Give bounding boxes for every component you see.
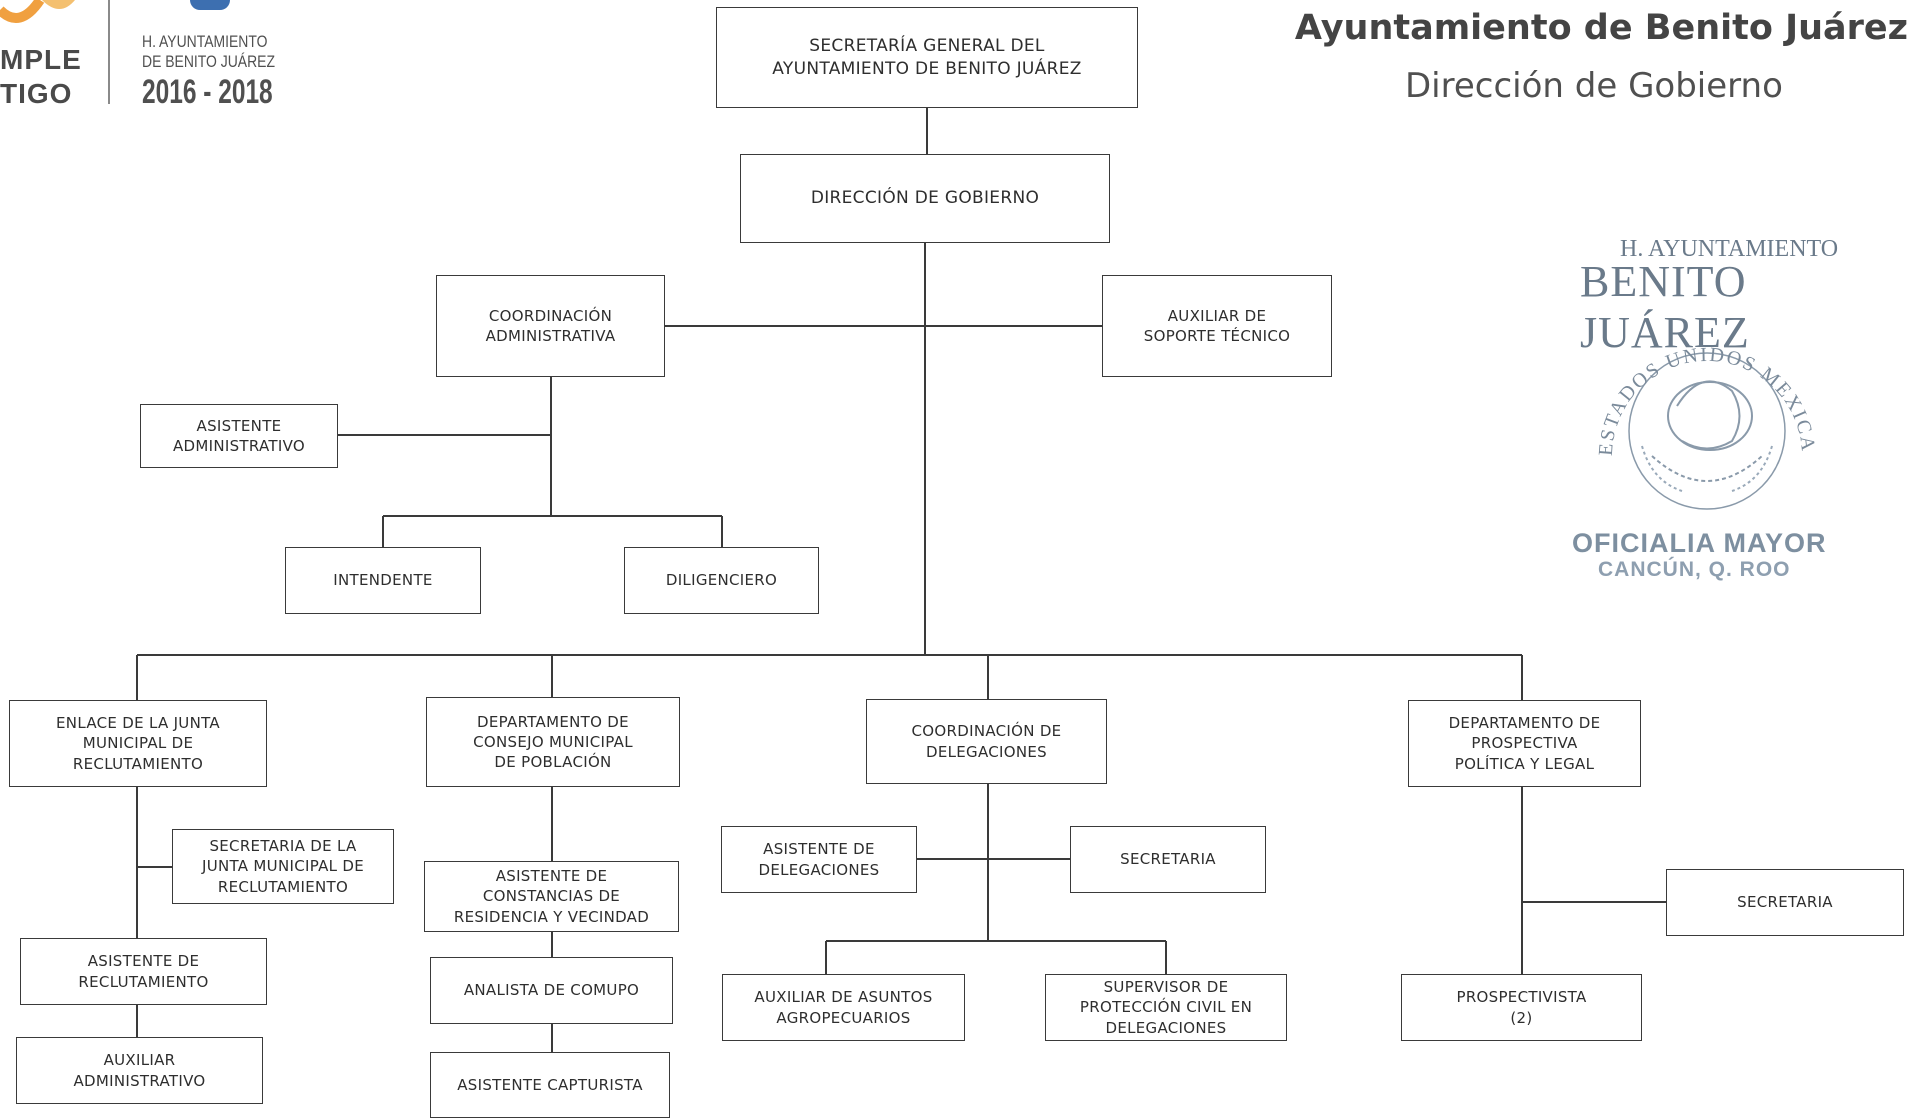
box-secretaria-delegaciones: SECRETARIA [1070, 826, 1266, 893]
logo-text-line1: MPLE [0, 44, 82, 75]
box-direccion-gobierno: DIRECCIÓN DE GOBIERNO [740, 154, 1110, 243]
box-secretaria-general: SECRETARÍA GENERAL DEL AYUNTAMIENTO DE B… [716, 7, 1138, 108]
box-asistente-administrativo: ASISTENTE ADMINISTRATIVO [140, 404, 338, 468]
box-auxiliar-soporte-tecnico: AUXILIAR DE SOPORTE TÉCNICO [1102, 275, 1332, 377]
box-coordinacion-administrativa: COORDINACIÓN ADMINISTRATIVA [436, 275, 665, 377]
ayuntamiento-label: H. AYUNTAMIENTO DE BENITO JUÁREZ [142, 32, 275, 72]
stamp-line4: CANCÚN, Q. ROO [1598, 558, 1791, 581]
box-departamento-consejo-poblacion: DEPARTAMENTO DE CONSEJO MUNICIPAL DE POB… [426, 697, 680, 787]
page-subtitle: Dirección de Gobierno [1405, 66, 1783, 106]
box-departamento-prospectiva: DEPARTAMENTO DE PROSPECTIVA POLÍTICA Y L… [1408, 700, 1641, 787]
stamp-line3: OFICIALIA MAYOR [1572, 528, 1827, 558]
box-secretaria-prospectiva: SECRETARIA [1666, 869, 1904, 936]
box-supervisor-proteccion-civil: SUPERVISOR DE PROTECCIÓN CIVIL EN DELEGA… [1045, 974, 1287, 1041]
box-coordinacion-delegaciones: COORDINACIÓN DE DELEGACIONES [866, 699, 1107, 784]
ayuntamiento-line1: H. AYUNTAMIENTO [142, 32, 268, 51]
logo-arc-icon [190, 0, 230, 10]
box-asistente-capturista: ASISTENTE CAPTURISTA [430, 1052, 670, 1118]
box-enlace-junta-reclutamiento: ENLACE DE LA JUNTA MUNICIPAL DE RECLUTAM… [9, 700, 267, 787]
box-asistente-constancias: ASISTENTE DE CONSTANCIAS DE RESIDENCIA Y… [424, 861, 679, 932]
box-secretaria-junta-reclutamiento: SECRETARIA DE LA JUNTA MUNICIPAL DE RECL… [172, 829, 394, 904]
stamp-line2: BENITO JUÁREZ [1580, 257, 1750, 357]
box-auxiliar-agropecuarios: AUXILIAR DE ASUNTOS AGROPECUARIOS [722, 974, 965, 1041]
box-diligenciero: DILIGENCIERO [624, 547, 819, 614]
official-seal-icon: ESTADOS UNIDOS MEXICANOS [1582, 306, 1817, 510]
administration-years: 2016 - 2018 [142, 73, 273, 111]
box-asistente-delegaciones: ASISTENTE DE DELEGACIONES [721, 826, 917, 893]
box-asistente-reclutamiento: ASISTENTE DE RECLUTAMIENTO [20, 938, 267, 1005]
stamp-line1: H. AYUNTAMIENTO [1620, 236, 1839, 262]
logo-text-line2: TIGO [0, 78, 73, 109]
logo-divider [108, 0, 110, 104]
box-auxiliar-administrativo: AUXILIAR ADMINISTRATIVO [16, 1037, 263, 1104]
brand-logo-icon [0, 0, 75, 23]
page-title: Ayuntamiento de Benito Juárez [1294, 8, 1908, 48]
box-intendente: INTENDENTE [285, 547, 481, 614]
ayuntamiento-line2: DE BENITO JUÁREZ [142, 52, 275, 71]
box-prospectivista: PROSPECTIVISTA (2) [1401, 974, 1642, 1041]
box-analista-computo: ANALISTA DE COMUPO [430, 957, 673, 1024]
